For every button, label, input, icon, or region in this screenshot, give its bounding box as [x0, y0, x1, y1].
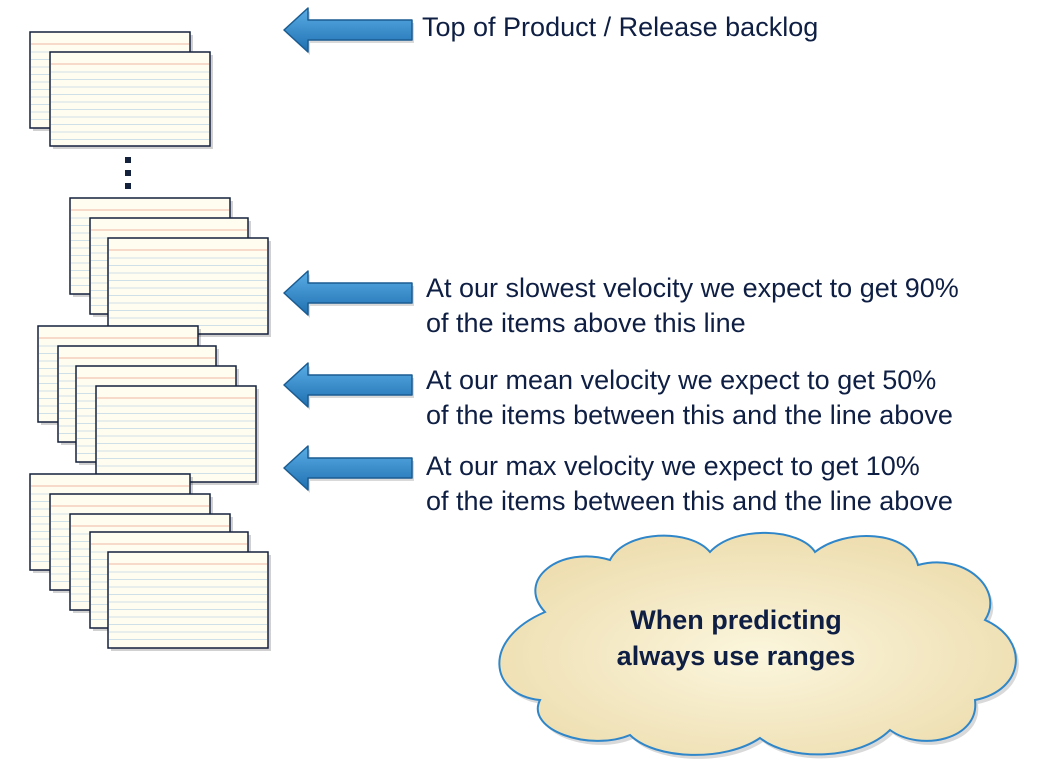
card-stack [29, 31, 213, 149]
label-mean-velocity: At our mean velocity we expect to get 50… [426, 363, 953, 433]
cloud-text: When predicting always use ranges [560, 602, 912, 674]
index-card [107, 551, 271, 651]
label-top-of-backlog: Top of Product / Release backlog [422, 12, 819, 42]
card-stack [29, 473, 271, 651]
ellipsis-dots [125, 157, 131, 189]
label-max-line2: of the items between this and the line a… [426, 486, 953, 516]
cloud-shape [498, 531, 1019, 759]
index-card [49, 51, 213, 149]
arrow-slowest [283, 270, 414, 318]
label-slowest-velocity: At our slowest velocity we expect to get… [426, 271, 959, 341]
arrow-max [283, 445, 414, 493]
label-slowest-line2: of the items above this line [426, 308, 746, 338]
label-mean-line1: At our mean velocity we expect to get 50… [426, 365, 937, 395]
card-stack [69, 197, 271, 337]
label-max-velocity: At our max velocity we expect to get 10%… [426, 449, 953, 519]
label-max-line1: At our max velocity we expect to get 10% [426, 451, 920, 481]
card-stack [37, 325, 259, 485]
label-mean-line2: of the items between this and the line a… [426, 400, 953, 430]
arrow-top [283, 7, 414, 55]
index-card [107, 237, 271, 337]
arrow-mean [283, 362, 414, 410]
cloud-text-line2: always use ranges [616, 641, 856, 671]
index-card [95, 385, 259, 485]
label-slowest-line1: At our slowest velocity we expect to get… [426, 273, 959, 303]
cloud-text-line1: When predicting [630, 605, 842, 635]
